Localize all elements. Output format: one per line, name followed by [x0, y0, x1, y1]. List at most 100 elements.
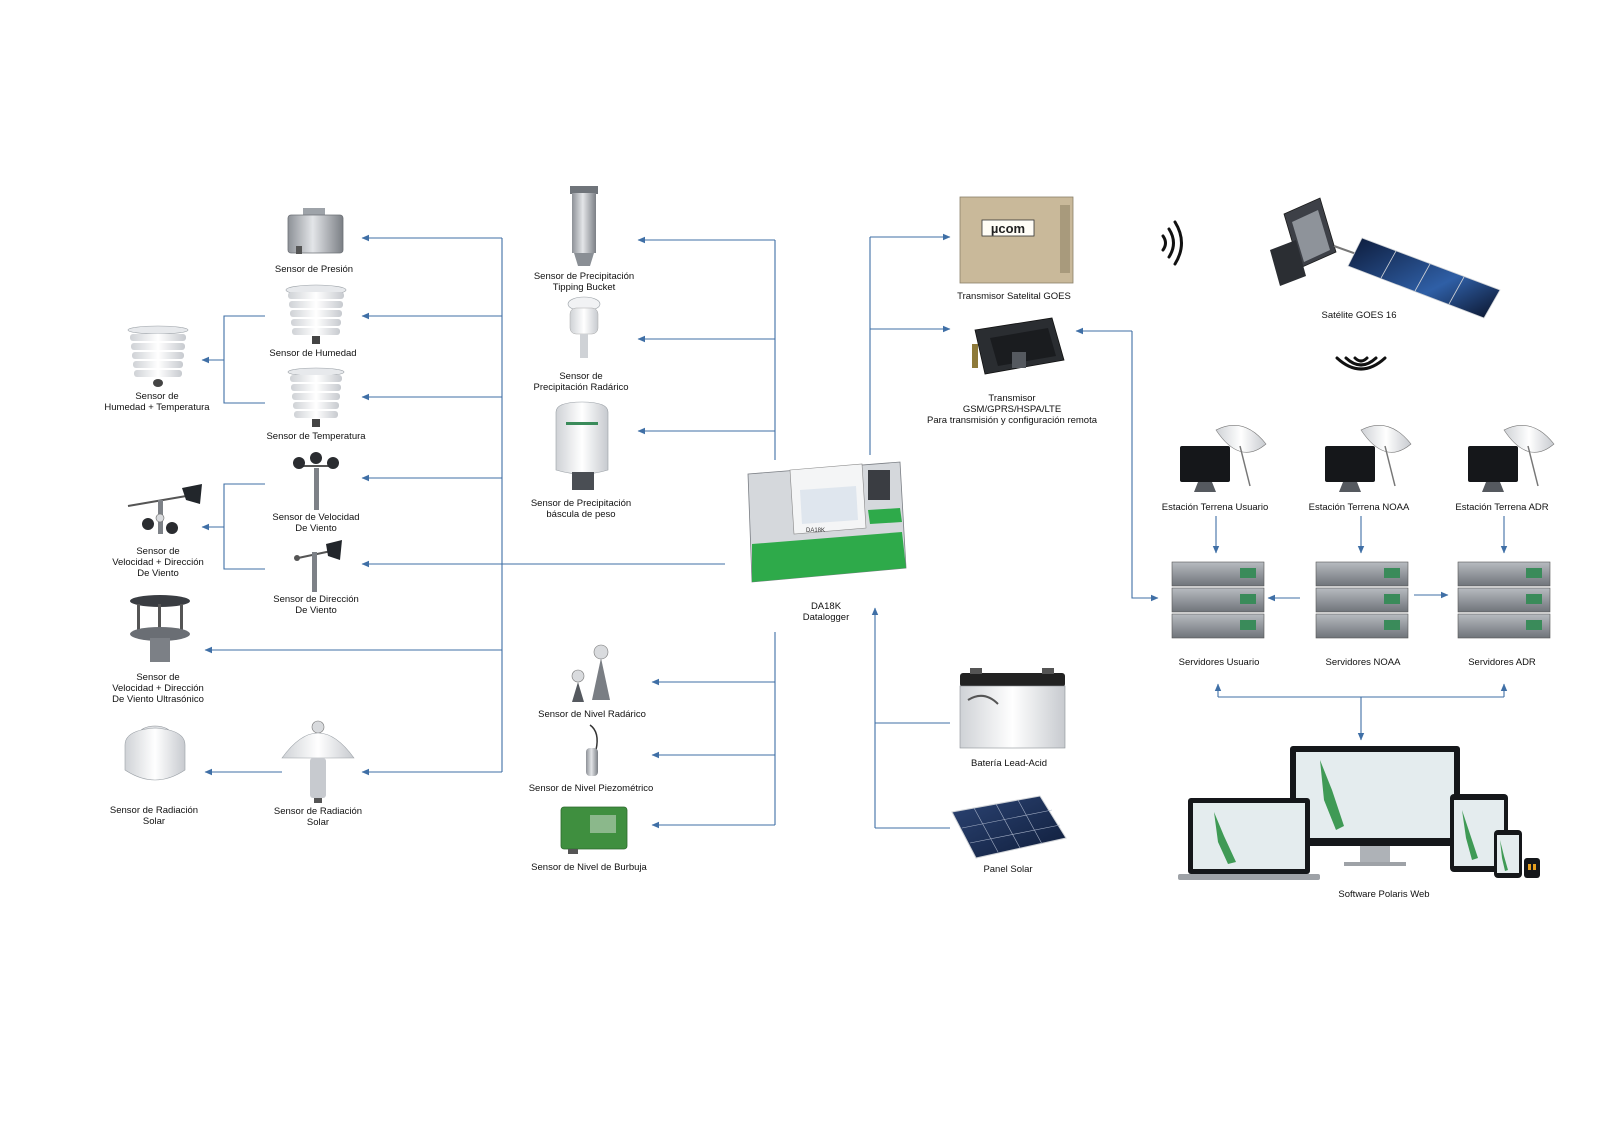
- label-line: Servidores Usuario: [1178, 657, 1260, 668]
- label-line: Sensor de Nivel de Burbuja: [531, 862, 647, 873]
- wind-combo-sensor-icon: [127, 484, 202, 534]
- servers-adr-icon: [1457, 561, 1551, 639]
- level-radar-sensor-icon: [571, 644, 610, 702]
- label-ground-adr: Estación Terrena ADR: [1455, 502, 1548, 513]
- precipitation-radar-icon: [567, 296, 601, 358]
- label-pressure-sensor: Sensor de Presión: [275, 264, 353, 275]
- servers-noaa-icon: [1315, 561, 1409, 639]
- label-servers-user: Servidores Usuario: [1179, 657, 1260, 668]
- label-ground-user: Estación Terrena Usuario: [1162, 502, 1269, 513]
- humidity-sensor-icon: [285, 284, 347, 344]
- label-line: Estación Terrena ADR: [1455, 502, 1549, 513]
- ultrasonic-wind-sensor-icon: [130, 595, 190, 662]
- label-line: Satélite GOES 16: [1321, 310, 1397, 321]
- label-servers-noaa: Servidores NOAA: [1326, 657, 1401, 668]
- label-line: Panel Solar: [983, 864, 1033, 875]
- downlink-signal-icon: [1335, 356, 1387, 371]
- label-line: Sensor de Velocidad: [272, 512, 360, 523]
- label-line: Sensor de Nivel Piezométrico: [528, 783, 654, 794]
- label-line: Transmisor Satelital GOES: [957, 291, 1071, 302]
- ground-station-user-icon: [1180, 425, 1267, 492]
- label-line: Sensor de: [136, 546, 180, 557]
- wireless-signal-icon: [1161, 220, 1183, 266]
- label-battery: Batería Lead-Acid: [971, 758, 1047, 769]
- label-satellite: Satélite GOES 16: [1322, 310, 1397, 321]
- label-line: Velocidad + Dirección: [112, 683, 204, 694]
- label-line: Sensor de Presión: [274, 264, 354, 275]
- label-line: Solar: [142, 816, 166, 827]
- label-line: Estación Terrena NOAA: [1308, 502, 1410, 513]
- label-line: Sensor de Precipitación: [530, 498, 632, 509]
- datalogger-model-text: DA18K: [806, 528, 825, 534]
- label-line: Sensor de: [136, 672, 180, 683]
- piezometric-sensor-icon: [586, 724, 598, 776]
- label-servers-adr: Servidores ADR: [1468, 657, 1536, 668]
- label-line: De Viento: [295, 605, 337, 616]
- label-line: De Viento Ultrasónico: [112, 694, 204, 705]
- label-line: Sensor de: [559, 371, 603, 382]
- label-line: Sensor de Radiación: [109, 805, 199, 816]
- label-line: Sensor de Radiación: [273, 806, 363, 817]
- label-level-bubble: Sensor de Nivel de Burbuja: [531, 862, 647, 873]
- label-line: Sensor de Dirección: [273, 594, 359, 605]
- gsm-modem-icon: [972, 317, 1065, 375]
- ground-station-adr-icon: [1468, 425, 1555, 492]
- label-line: Solar: [306, 817, 330, 828]
- wind-vane-icon: [294, 540, 342, 592]
- bracket-hum-temp: [223, 315, 265, 404]
- bubble-level-sensor-icon: [560, 806, 628, 854]
- pressure-sensor-icon: [287, 208, 344, 254]
- label-line: Sensor de Precipitación: [533, 271, 635, 282]
- label-level-radar: Sensor de Nivel Radárico: [538, 709, 646, 720]
- goes-brand-text: µcom: [991, 221, 1025, 236]
- label-line: Servidores NOAA: [1325, 657, 1401, 668]
- solar-panel-icon: [951, 795, 1067, 859]
- label-line: Precipitación Radárico: [533, 382, 629, 393]
- satellite-icon: [1270, 197, 1501, 319]
- label-line: Velocidad + Dirección: [112, 557, 204, 568]
- label-line: De Viento: [137, 568, 179, 579]
- label-software: Software Polaris Web: [1338, 889, 1429, 900]
- tipping-bucket-icon: [570, 186, 598, 266]
- label-line: Sensor de Temperatura: [266, 431, 366, 442]
- label-line: GSM/GPRS/HSPA/LTE: [962, 404, 1062, 415]
- label-line: Sensor de Humedad: [269, 348, 357, 359]
- label-line: Humedad + Temperatura: [104, 402, 210, 413]
- ground-station-noaa-icon: [1325, 425, 1412, 492]
- software-devices-icon: [1178, 746, 1540, 880]
- anemometer-icon: [293, 452, 339, 510]
- label-level-piezo: Sensor de Nivel Piezométrico: [529, 783, 654, 794]
- label-goes-transmitter: Transmisor Satelital GOES: [957, 291, 1071, 302]
- humidity-temperature-sensor-icon: [127, 325, 189, 387]
- label-solar-panel: Panel Solar: [983, 864, 1032, 875]
- label-line: De Viento: [295, 523, 337, 534]
- label-line: Sensor de: [135, 391, 179, 402]
- label-line: Estación Terrena Usuario: [1161, 502, 1269, 513]
- label-line: Software Polaris Web: [1338, 889, 1430, 900]
- label-line: Sensor de Nivel Radárico: [538, 709, 646, 720]
- label-line: Datalogger: [802, 612, 850, 623]
- weighing-gauge-icon: [555, 401, 609, 490]
- label-temperature-sensor: Sensor de Temperatura: [266, 431, 365, 442]
- pyranometer-left-icon: [124, 725, 186, 781]
- label-line: Para transmisión y configuración remota: [926, 415, 1098, 426]
- connector-lines: [201, 233, 1508, 829]
- bracket-wind: [223, 483, 265, 570]
- label-line: DA18K: [810, 601, 842, 612]
- datalogger-icon: DA18K: [747, 461, 907, 583]
- battery-icon: [959, 668, 1066, 749]
- label-ground-noaa: Estación Terrena NOAA: [1309, 502, 1410, 513]
- pyranometer-right-icon: [281, 720, 355, 803]
- label-line: Tipping Bucket: [552, 282, 616, 293]
